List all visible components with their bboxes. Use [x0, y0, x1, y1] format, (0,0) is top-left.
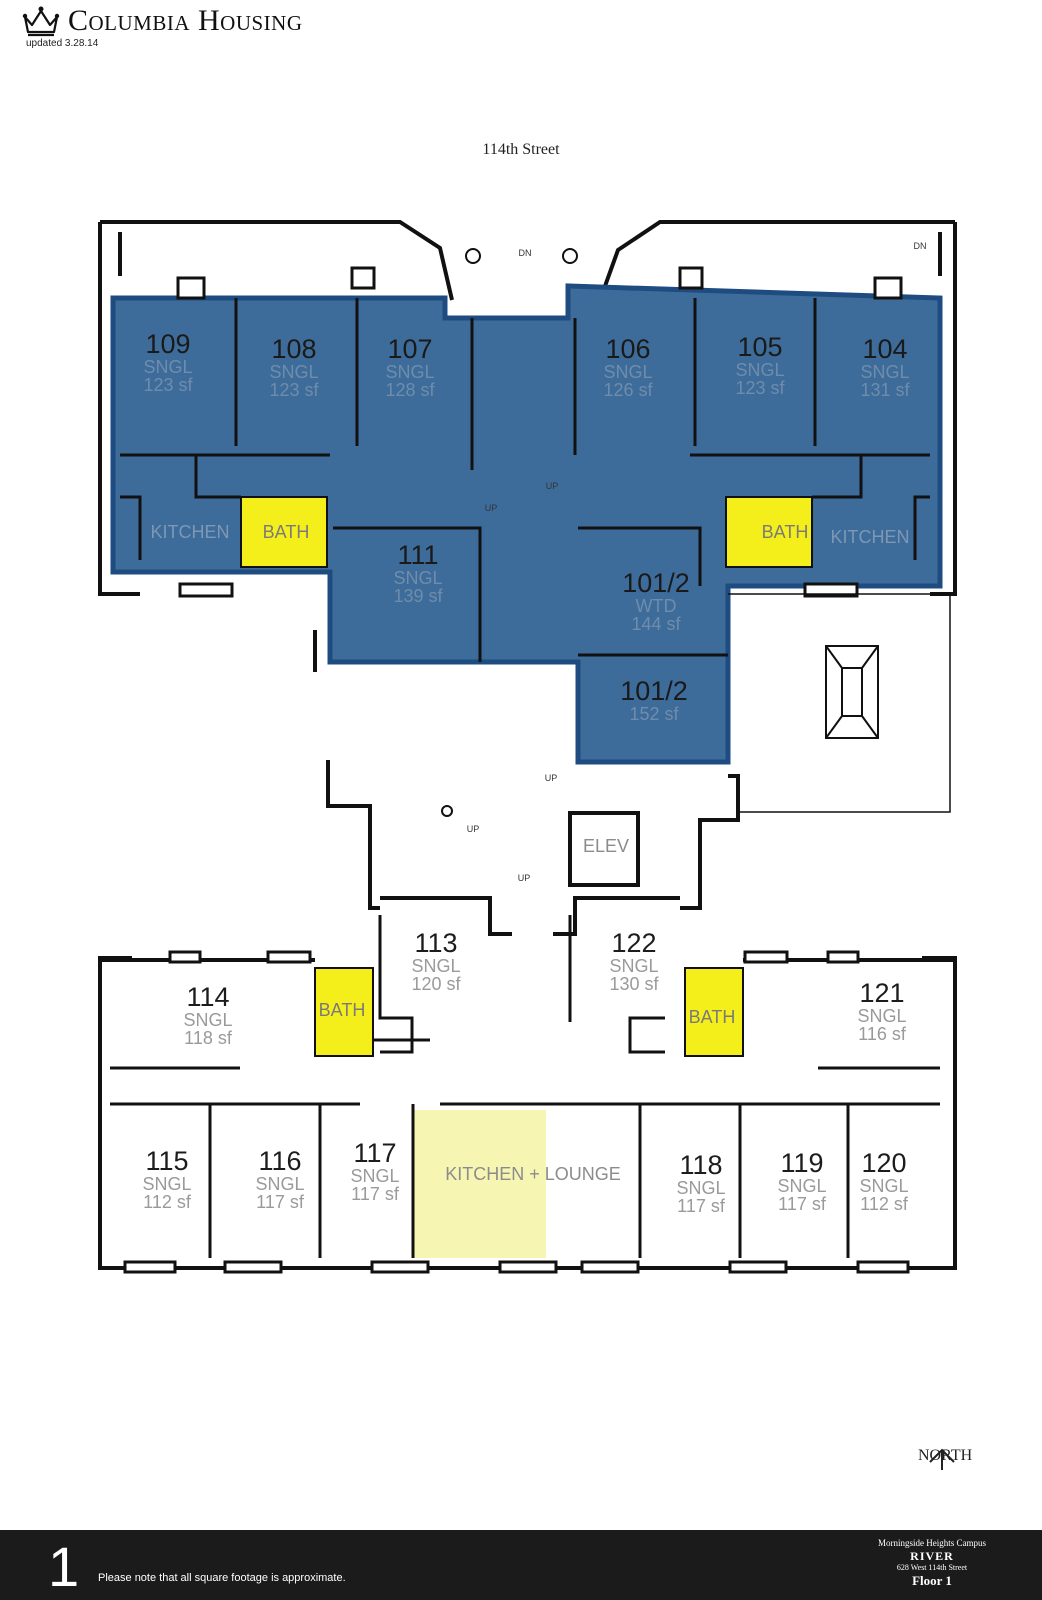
dn-label-2: DN	[913, 241, 927, 251]
footage-note: Please note that all square footage is a…	[98, 1572, 346, 1584]
brand-title: Columbia Housing	[68, 4, 303, 37]
building-name: RIVER	[910, 1548, 954, 1563]
stair-newel-1	[465, 248, 481, 264]
north-arrow-icon	[929, 1448, 955, 1470]
crown-icon	[22, 6, 60, 37]
upper-windows	[176, 266, 903, 598]
lounge-fill	[413, 1110, 546, 1258]
lower-windows	[123, 950, 910, 1274]
bath-label-2: BATH	[761, 522, 809, 542]
stair-newel-2	[562, 248, 578, 264]
floor-name: Floor 1	[912, 1572, 952, 1588]
bath-label-4: BATH	[688, 1007, 736, 1027]
stair-newel-3	[441, 805, 453, 817]
upper-interior-walls	[120, 298, 930, 662]
kitchen-label-west: KITCHEN	[150, 522, 230, 542]
dn-label-1: DN	[518, 248, 532, 258]
up-label-4: UP	[466, 824, 480, 834]
kitchen-lounge-label: KITCHEN + LOUNGE	[445, 1164, 621, 1184]
skylight	[825, 645, 879, 739]
bath-label-3: BATH	[318, 1000, 366, 1020]
brand: Columbia Housing	[22, 4, 303, 38]
updated-date: updated 3.28.14	[26, 38, 99, 49]
campus-name: Morningside Heights Campus	[878, 1538, 986, 1548]
building-address: 628 West 114th Street	[896, 1563, 968, 1573]
lobby-walls	[313, 630, 740, 936]
up-label-5: UP	[517, 873, 531, 883]
street-label: 114th Street	[482, 141, 560, 158]
bath-1-fill	[240, 496, 328, 568]
elev-label: ELEV	[582, 836, 630, 856]
kitchen-label-east: KITCHEN	[830, 527, 910, 547]
floor-number: 1	[48, 1535, 80, 1598]
bath-4-fill	[684, 967, 744, 1057]
up-label-2: UP	[484, 503, 498, 513]
footer: 1 Please note that all square footage is…	[0, 1530, 1042, 1600]
bath-label-1: BATH	[262, 522, 310, 542]
bath-2-fill	[725, 496, 813, 568]
up-label-1: UP	[545, 481, 559, 491]
lower-interior-walls	[110, 915, 940, 1258]
north-label: NORTH	[918, 1447, 973, 1464]
east-court	[728, 593, 951, 813]
building-info: Morningside Heights Campus RIVER 628 Wes…	[862, 1538, 1002, 1588]
bath-3-fill	[314, 967, 374, 1057]
up-label-3: UP	[544, 773, 558, 783]
suite-area	[110, 283, 943, 765]
